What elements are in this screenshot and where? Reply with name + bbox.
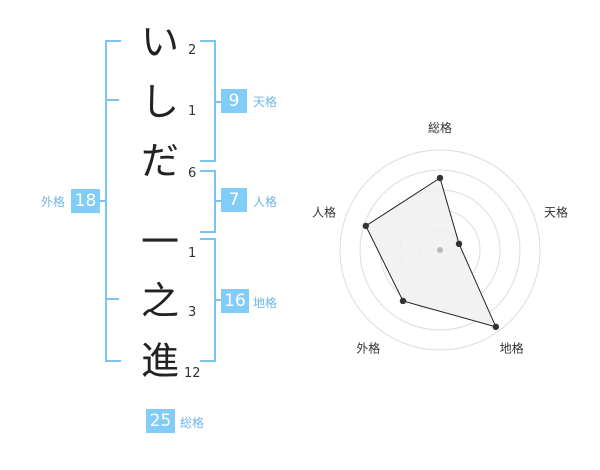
radar-axis-label-5: 人格: [312, 204, 336, 219]
name-char-3: だ: [140, 139, 179, 183]
radar-point-1: [436, 174, 444, 182]
stroke-count-3: 6: [188, 166, 197, 181]
stroke-count-4: 1: [188, 246, 197, 261]
radar-point-2: [455, 240, 463, 248]
name-char-4: 一: [140, 220, 179, 264]
jinkaku-badge: 7: [221, 188, 247, 212]
chikaku-label: 地格: [253, 296, 278, 310]
radar-point-5: [362, 222, 370, 230]
name-char-1: い: [140, 20, 179, 64]
stroke-count-6: 12: [184, 366, 201, 381]
gaikaku-bracket-tick-upper: [105, 99, 119, 101]
chikaku-badge: 16: [221, 289, 249, 313]
chikaku-connector: [214, 299, 222, 301]
radar-axis-label-3: 地格: [500, 341, 524, 356]
radar-center-dot: [437, 247, 443, 253]
tenkaku-label: 天格: [253, 95, 278, 109]
name-char-6: 進: [140, 339, 179, 383]
jinkaku-connector: [214, 200, 222, 202]
radar-axis-label-2: 天格: [544, 204, 568, 219]
stroke-count-1: 2: [188, 43, 197, 58]
radar-point-4: [399, 297, 407, 305]
radar-series-area: [365, 177, 497, 328]
name-char-5: 之: [140, 279, 179, 323]
soukaku-label: 総格: [180, 416, 205, 430]
stroke-count-2: 1: [188, 104, 197, 119]
radar-axis-label-1: 総格: [428, 120, 452, 135]
gaikaku-bracket-tick-lower: [105, 298, 119, 300]
gaikaku-badge: 18: [71, 189, 100, 213]
radar-axis-label-4: 外格: [356, 341, 380, 356]
tenkaku-connector: [214, 101, 222, 103]
name-char-2: し: [140, 80, 179, 124]
radar-point-3: [492, 323, 500, 331]
gaikaku-bracket: [105, 40, 121, 362]
jinkaku-label: 人格: [253, 195, 278, 209]
radar-grid-ring-4: [359, 169, 521, 331]
stroke-count-5: 3: [188, 305, 197, 320]
soukaku-badge: 25: [146, 409, 175, 433]
gaikaku-label: 外格: [41, 195, 66, 209]
radar-grid-ring-5: [339, 149, 541, 351]
tenkaku-badge: 9: [221, 89, 247, 113]
gaikaku-connector: [96, 200, 106, 202]
